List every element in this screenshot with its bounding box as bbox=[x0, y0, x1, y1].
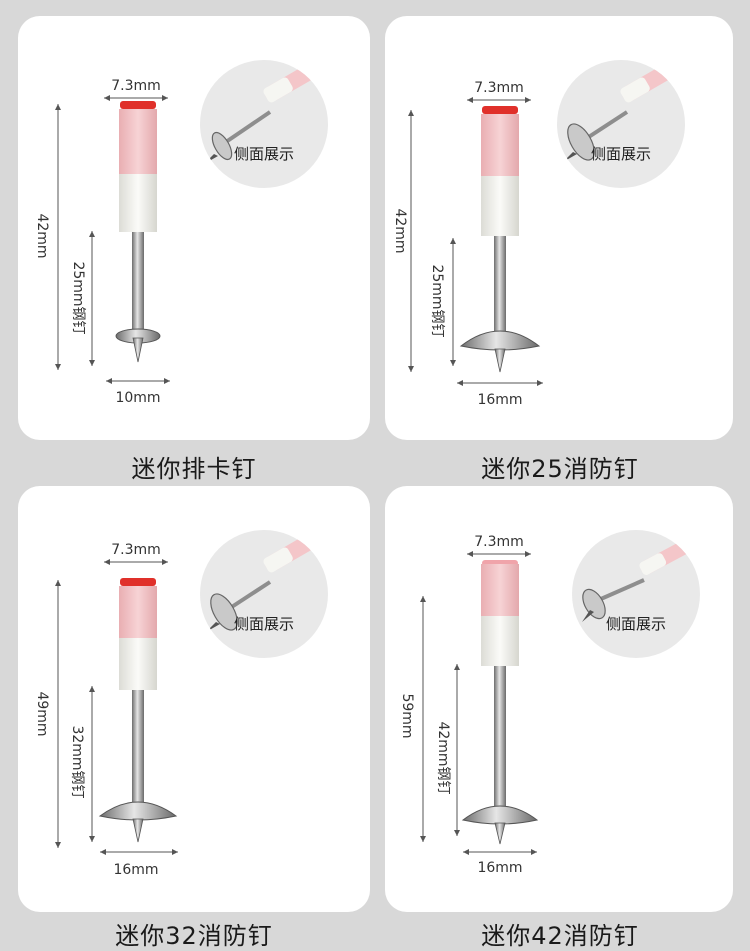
washer bbox=[461, 805, 539, 825]
top-width-label: 7.3mm bbox=[474, 534, 524, 550]
side-view-thumbnail: 侧面展示 bbox=[572, 530, 700, 658]
nail-tip bbox=[494, 822, 506, 845]
nail-tip bbox=[132, 337, 144, 363]
red-cap bbox=[120, 101, 156, 109]
product-card-3: 7.3mm 49mm 32mm钢钉 16mm 侧面展示 bbox=[18, 486, 370, 912]
red-cap bbox=[482, 106, 518, 114]
steel-shank bbox=[494, 236, 506, 340]
total-length-label: 42mm bbox=[392, 208, 408, 253]
white-sleeve bbox=[481, 176, 519, 236]
steel-shank bbox=[494, 666, 506, 814]
nail-tip bbox=[494, 348, 506, 373]
washer-width-label: 16mm bbox=[113, 862, 158, 878]
pink-sleeve bbox=[119, 109, 157, 174]
white-sleeve bbox=[481, 616, 519, 666]
steel-shank bbox=[132, 690, 144, 810]
total-length-label: 42mm bbox=[34, 213, 50, 258]
pink-sleeve bbox=[119, 586, 157, 638]
red-cap bbox=[120, 578, 156, 586]
nail-length-label: 25mm钢钉 bbox=[70, 261, 86, 334]
nail-tip bbox=[132, 818, 144, 843]
product-card-4: 7.3mm 59mm 42mm钢钉 16mm 侧面展示 bbox=[385, 486, 733, 912]
product-caption-2: 迷你25消防钉 bbox=[481, 455, 639, 483]
pink-sleeve bbox=[481, 114, 519, 176]
nail-diagram-4: 7.3mm 59mm 42mm钢钉 16mm bbox=[399, 534, 539, 876]
top-width-label: 7.3mm bbox=[111, 542, 161, 558]
white-sleeve bbox=[119, 174, 157, 232]
pink-sleeve bbox=[481, 564, 519, 616]
product-card-1: 7.3mm 42mm 25mm钢钉 10mm 侧面展示 bbox=[18, 16, 370, 440]
nail-diagram-3: 7.3mm 49mm 32mm钢钉 16mm bbox=[34, 542, 178, 878]
side-view-label: 侧面展示 bbox=[605, 615, 666, 633]
total-length-label: 49mm bbox=[34, 691, 50, 736]
product-card-2: 7.3mm 42mm 25mm钢钉 16mm 侧面展示 bbox=[385, 16, 733, 440]
product-caption-4: 迷你42消防钉 bbox=[481, 922, 639, 950]
washer-width-label: 10mm bbox=[115, 390, 160, 406]
nail-length-label: 32mm钢钉 bbox=[69, 725, 85, 798]
washer bbox=[459, 330, 541, 351]
side-view-thumbnail: 侧面展示 bbox=[200, 60, 328, 188]
side-view-label: 侧面展示 bbox=[233, 615, 294, 633]
side-view-thumbnail: 侧面展示 bbox=[200, 530, 328, 658]
nail-length-label: 25mm钢钉 bbox=[429, 264, 445, 337]
washer-width-label: 16mm bbox=[477, 860, 522, 876]
side-view-thumbnail: 侧面展示 bbox=[557, 60, 685, 188]
top-width-label: 7.3mm bbox=[474, 80, 524, 96]
product-caption-1: 迷你排卡钉 bbox=[131, 455, 257, 483]
washer-width-label: 16mm bbox=[477, 392, 522, 408]
product-caption-3: 迷你32消防钉 bbox=[115, 922, 273, 950]
white-sleeve bbox=[119, 638, 157, 690]
steel-shank bbox=[132, 232, 144, 332]
top-width-label: 7.3mm bbox=[111, 78, 161, 94]
nail-diagram-2: 7.3mm 42mm 25mm钢钉 16mm bbox=[392, 80, 543, 408]
nail-diagram-1: 7.3mm 42mm 25mm钢钉 10mm bbox=[34, 78, 170, 406]
side-view-label: 侧面展示 bbox=[233, 145, 294, 163]
side-view-label: 侧面展示 bbox=[590, 145, 651, 163]
washer bbox=[98, 801, 178, 821]
total-length-label: 59mm bbox=[399, 693, 415, 738]
nail-length-label: 42mm钢钉 bbox=[435, 721, 451, 794]
